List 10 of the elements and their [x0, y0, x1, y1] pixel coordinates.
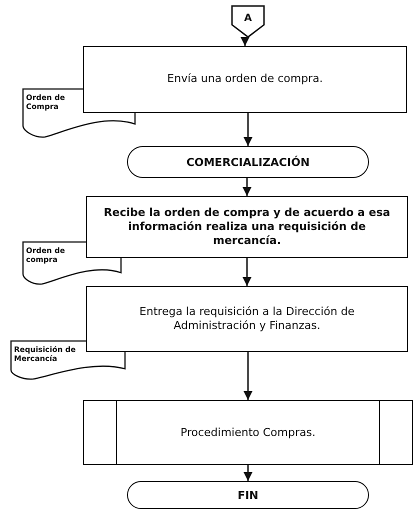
arrow [242, 178, 252, 196]
off-page-connector: A [231, 5, 265, 38]
terminator: COMERCIALIZACIÓN [127, 146, 369, 178]
arrow [244, 465, 252, 481]
terminator: FIN [127, 481, 369, 509]
arrow [244, 113, 252, 146]
arrow [240, 37, 250, 46]
predefined-process-box: Procedimiento Compras. [83, 400, 413, 465]
arrow [242, 258, 252, 286]
arrow [244, 352, 252, 400]
